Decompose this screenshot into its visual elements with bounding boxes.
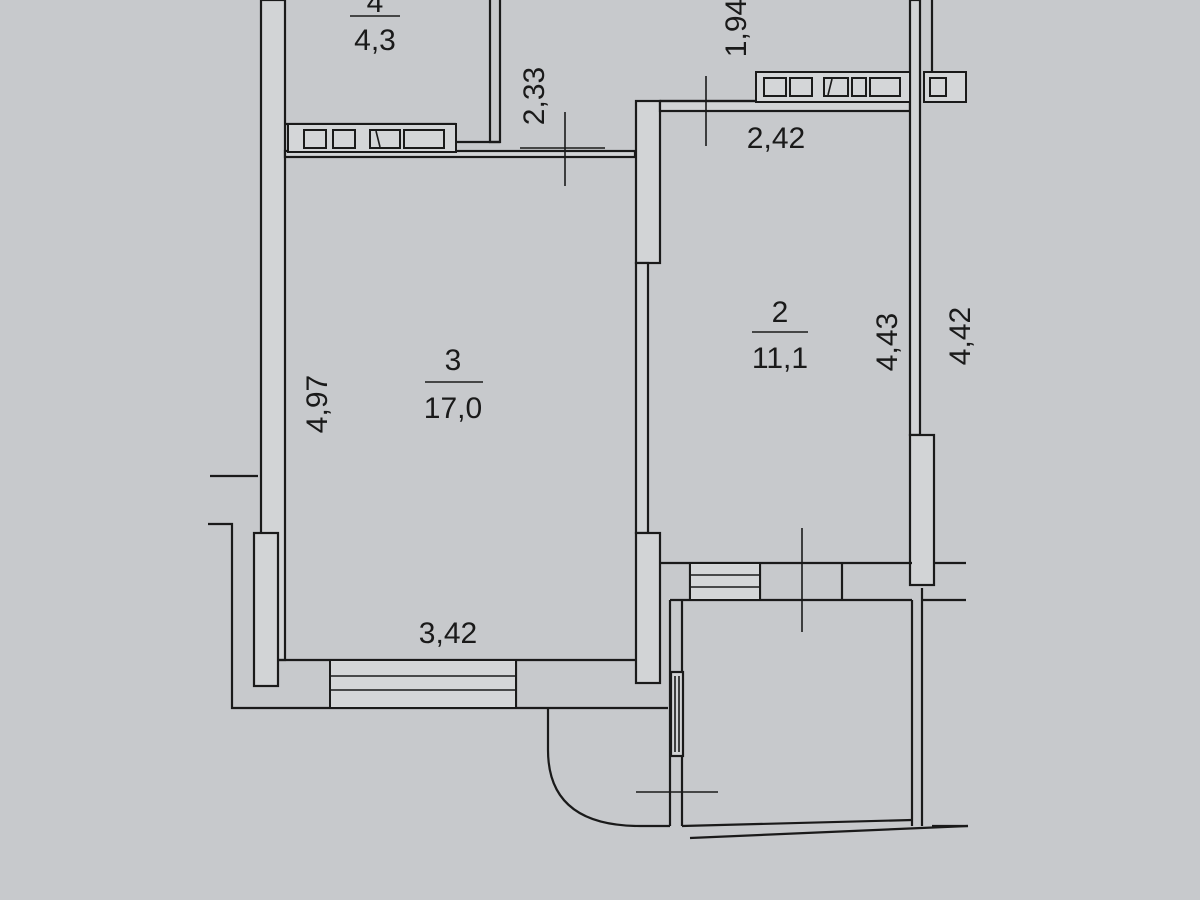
window-room3-top-pane-b xyxy=(332,129,356,149)
room-2-label: 2 11,1 xyxy=(752,296,808,375)
wall-bay-curve xyxy=(546,708,670,828)
window-room2-top-pane-b xyxy=(789,77,813,97)
dim-room2-height-inner: 4,43 xyxy=(871,313,904,371)
room-2-area: 11,1 xyxy=(752,342,808,375)
dim-corridor-depth: 2,33 xyxy=(518,67,551,125)
wall-center-upper xyxy=(634,99,662,265)
window-room2-top-pane-a xyxy=(763,77,787,97)
dim-top-right: 1,94 xyxy=(720,0,753,57)
windows xyxy=(287,71,967,709)
room-4-area: 4,3 xyxy=(354,24,396,57)
window-room3-top-pane-c xyxy=(369,129,401,149)
window-right-stub-pane xyxy=(929,77,947,97)
dimension-labels: 4,97 3,42 4,43 4,42 2,42 2,33 1,94 xyxy=(301,0,977,650)
wall-balcony-bottom-outer xyxy=(689,824,969,840)
dim-room3-width: 3,42 xyxy=(419,617,477,650)
dim-room2-height-outer: 4,42 xyxy=(944,307,977,365)
window-room2-top-pane-c xyxy=(823,77,849,97)
room-3-area: 17,0 xyxy=(424,392,482,425)
window-balcony-door xyxy=(689,562,761,601)
balcony-left-panel xyxy=(669,670,685,758)
pier-lower-left xyxy=(252,531,280,688)
walls xyxy=(208,0,969,840)
wall-center-thin xyxy=(634,261,650,535)
room-4-label: 4 4,3 xyxy=(350,0,400,57)
window-room2-top-pane-c-line xyxy=(827,78,833,96)
wall-room2-right-lower xyxy=(908,433,936,587)
dim-room3-height: 4,97 xyxy=(301,375,334,433)
room-4-number: 4 xyxy=(367,0,384,19)
window-room3-top-pane-d xyxy=(403,129,445,149)
room-3-label: 3 17,0 xyxy=(424,344,483,425)
window-room2-top-pane-d xyxy=(851,77,867,97)
wall-room2-right-upper xyxy=(908,0,922,437)
wall-center-lower xyxy=(634,531,662,685)
window-room2-top-pane-e xyxy=(869,77,901,97)
room-2-number: 2 xyxy=(772,296,789,329)
dimension-ticks xyxy=(520,76,803,793)
window-room3-top-pane-c-line xyxy=(375,130,381,148)
room-3-number: 3 xyxy=(445,344,462,377)
dim-room2-width: 2,42 xyxy=(747,122,805,155)
window-room3-top-pane-a xyxy=(303,129,327,149)
wall-balcony-bottom xyxy=(681,818,913,828)
window-room3-bottom xyxy=(329,659,517,709)
